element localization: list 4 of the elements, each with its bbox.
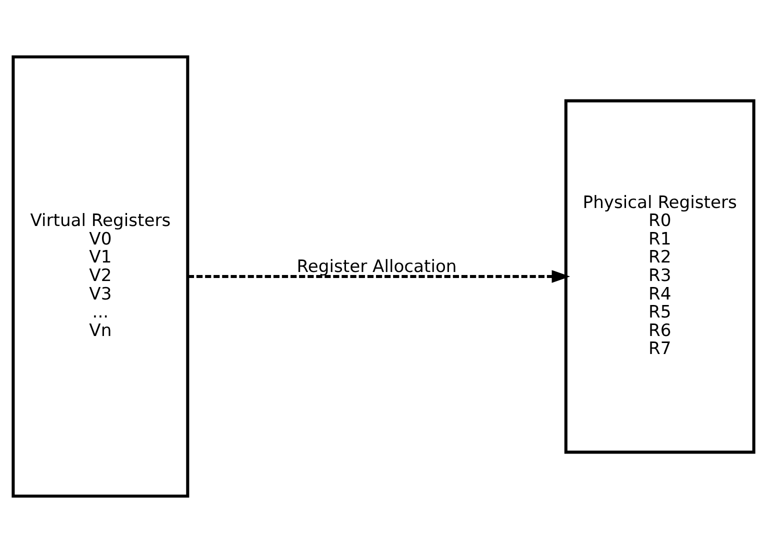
arrow (188, 270, 570, 282)
edge-label: Register Allocation (296, 256, 457, 276)
node-box: Virtual Registers V0 V1 V2 V3 ... Vn (12, 54, 190, 498)
node-box: Physical Registers R0 R1 R2 R3 R4 R5 R6 R7 (564, 98, 756, 454)
